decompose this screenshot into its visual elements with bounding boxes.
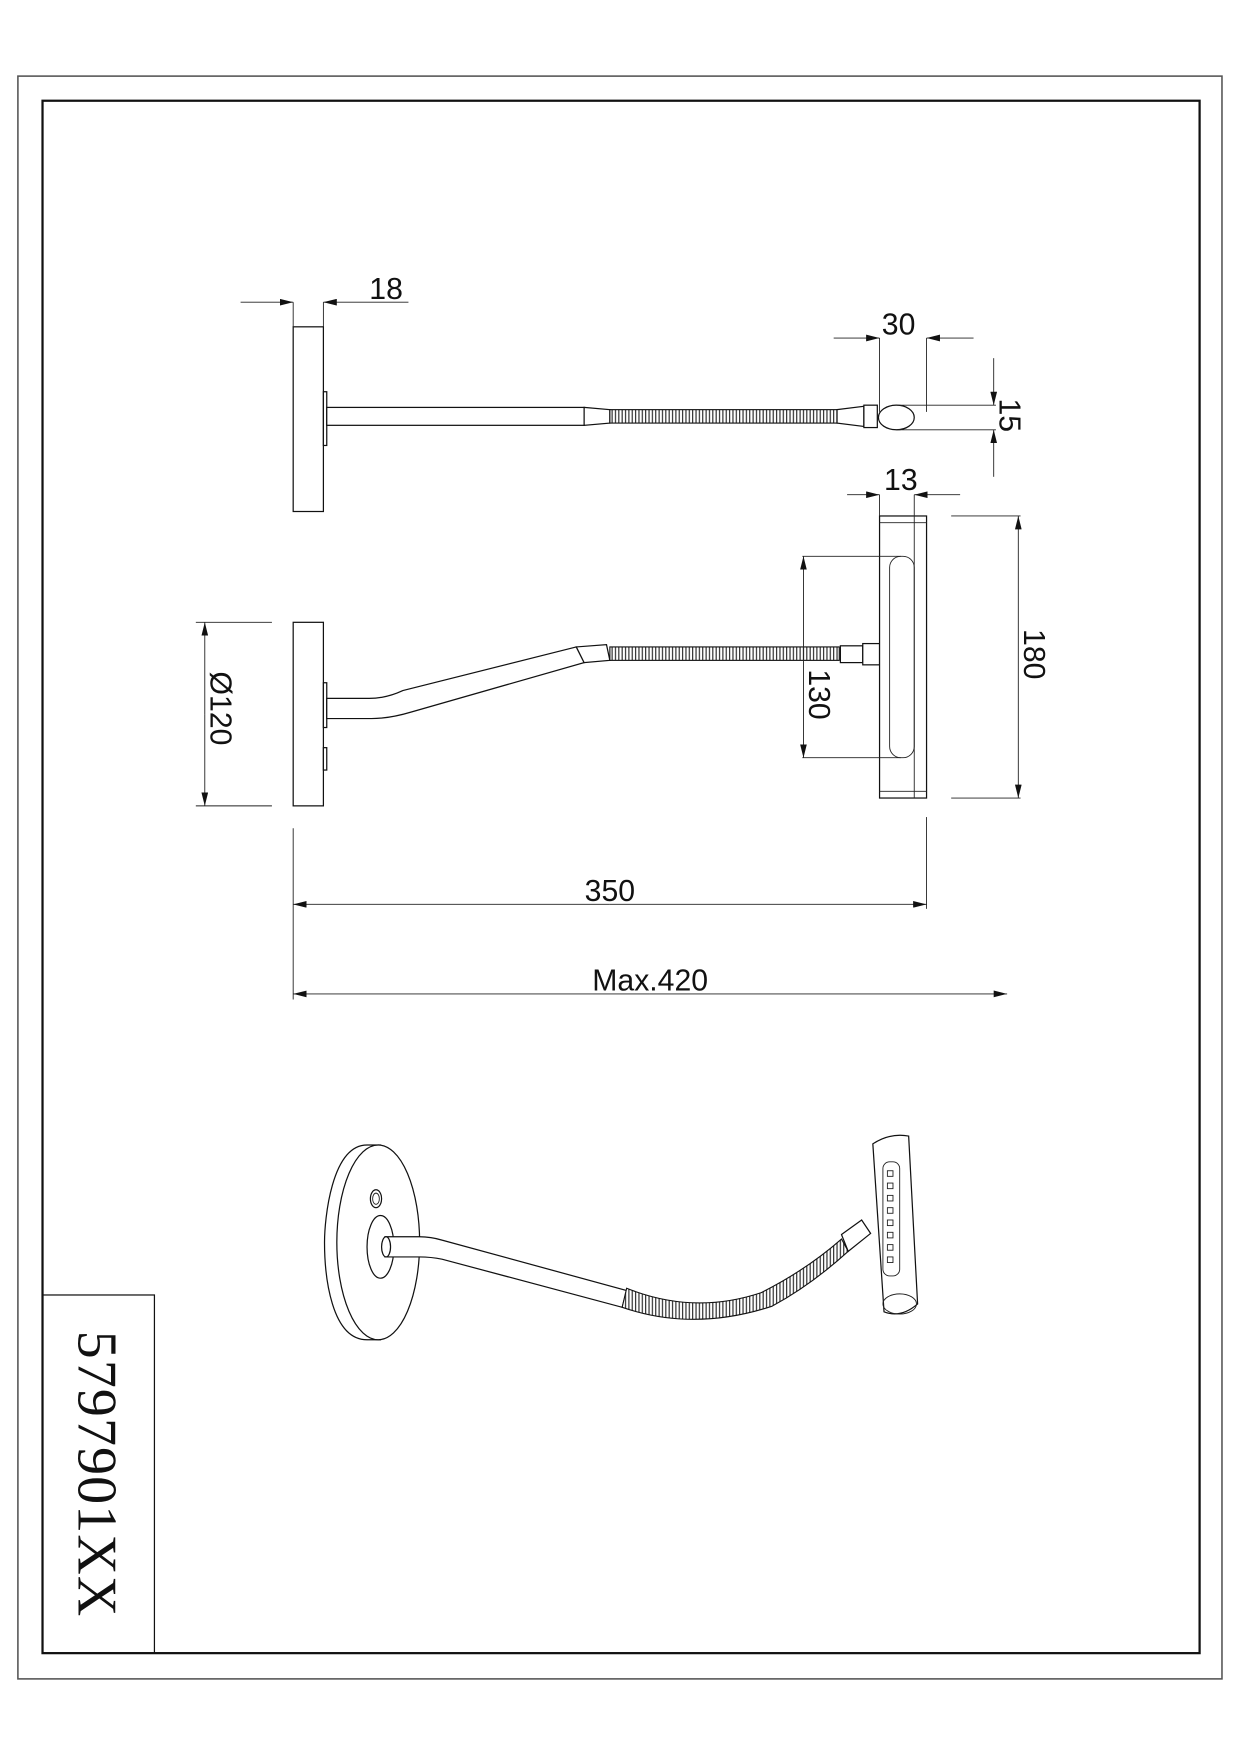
lamp-head-side bbox=[878, 515, 928, 799]
flex-gooseneck bbox=[609, 409, 838, 424]
arm-taper bbox=[583, 406, 611, 426]
dim-head-height: 180 bbox=[1017, 629, 1050, 679]
lamp-head-iso bbox=[872, 1134, 919, 1315]
top-view: 18 30 15 bbox=[240, 273, 1025, 513]
connector bbox=[836, 405, 865, 428]
connector-iso bbox=[840, 1219, 872, 1253]
dim-projection: 350 bbox=[585, 875, 635, 908]
connector-cap bbox=[863, 404, 878, 429]
isometric-view bbox=[323, 1134, 919, 1341]
connector-side bbox=[839, 645, 864, 664]
model-number: 5797901XX bbox=[65, 1331, 127, 1618]
dim-base-diameter: Ø120 bbox=[203, 672, 236, 746]
wall-plate-top bbox=[292, 326, 325, 513]
wall-plate-side bbox=[292, 621, 325, 807]
dim-head-length: 30 bbox=[882, 309, 916, 342]
outer-border bbox=[17, 75, 1223, 1680]
led-panel bbox=[882, 1161, 901, 1277]
dim-led-strip-length: 130 bbox=[802, 669, 835, 719]
flex-gooseneck-iso bbox=[621, 1238, 849, 1320]
dim-max-projection: Max.420 bbox=[592, 965, 708, 998]
led-chips bbox=[886, 1170, 894, 1263]
lamp-head-top bbox=[877, 404, 915, 431]
screw-hole bbox=[369, 1189, 383, 1209]
arm-curved-iso bbox=[384, 1236, 628, 1309]
title-block bbox=[41, 1294, 156, 1654]
led-strip-slot bbox=[889, 555, 915, 759]
arm-tube bbox=[326, 406, 585, 426]
dim-base-depth: 18 bbox=[369, 273, 403, 306]
side-view: 13 Ø120 130 180 bbox=[195, 464, 1050, 807]
flex-gooseneck-side bbox=[609, 646, 840, 661]
dim-head-width: 13 bbox=[884, 464, 918, 497]
arm-curved bbox=[326, 646, 586, 720]
inner-border bbox=[41, 99, 1201, 1655]
overall-dimensions: 350 Max.420 bbox=[292, 817, 1008, 1000]
dim-head-thickness: 15 bbox=[992, 398, 1025, 432]
